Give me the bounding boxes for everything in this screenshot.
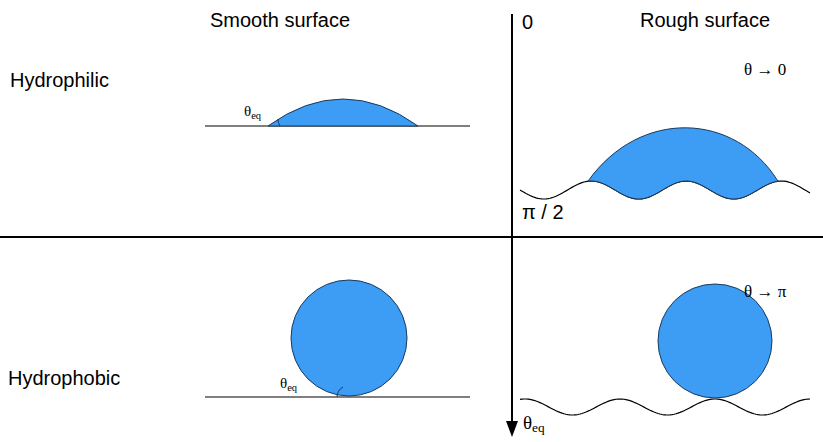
column-heading: Rough surface [640, 8, 770, 32]
angle-arc [278, 119, 280, 126]
angle-arc [337, 387, 343, 397]
row-label: Hydrophilic [10, 68, 109, 92]
droplet [291, 280, 407, 396]
limit-label: θ → 0 [744, 60, 786, 80]
angle-symbol: θeq [244, 102, 261, 120]
axis-arrowhead [506, 421, 518, 437]
limit-label: θ → π [744, 282, 786, 302]
rough-surface [520, 399, 810, 415]
droplet [588, 128, 778, 199]
droplet [658, 284, 772, 398]
divider-line [0, 236, 823, 238]
axis-label: θeq [523, 412, 545, 435]
angle-symbol: θeq [280, 374, 297, 392]
row-label: Hydrophobic [8, 366, 120, 390]
column-heading: Smooth surface [210, 8, 350, 32]
axis-tick: 0 [522, 10, 533, 34]
droplet [268, 99, 418, 126]
axis-line [511, 14, 513, 424]
axis-tick: π / 2 [522, 200, 564, 224]
